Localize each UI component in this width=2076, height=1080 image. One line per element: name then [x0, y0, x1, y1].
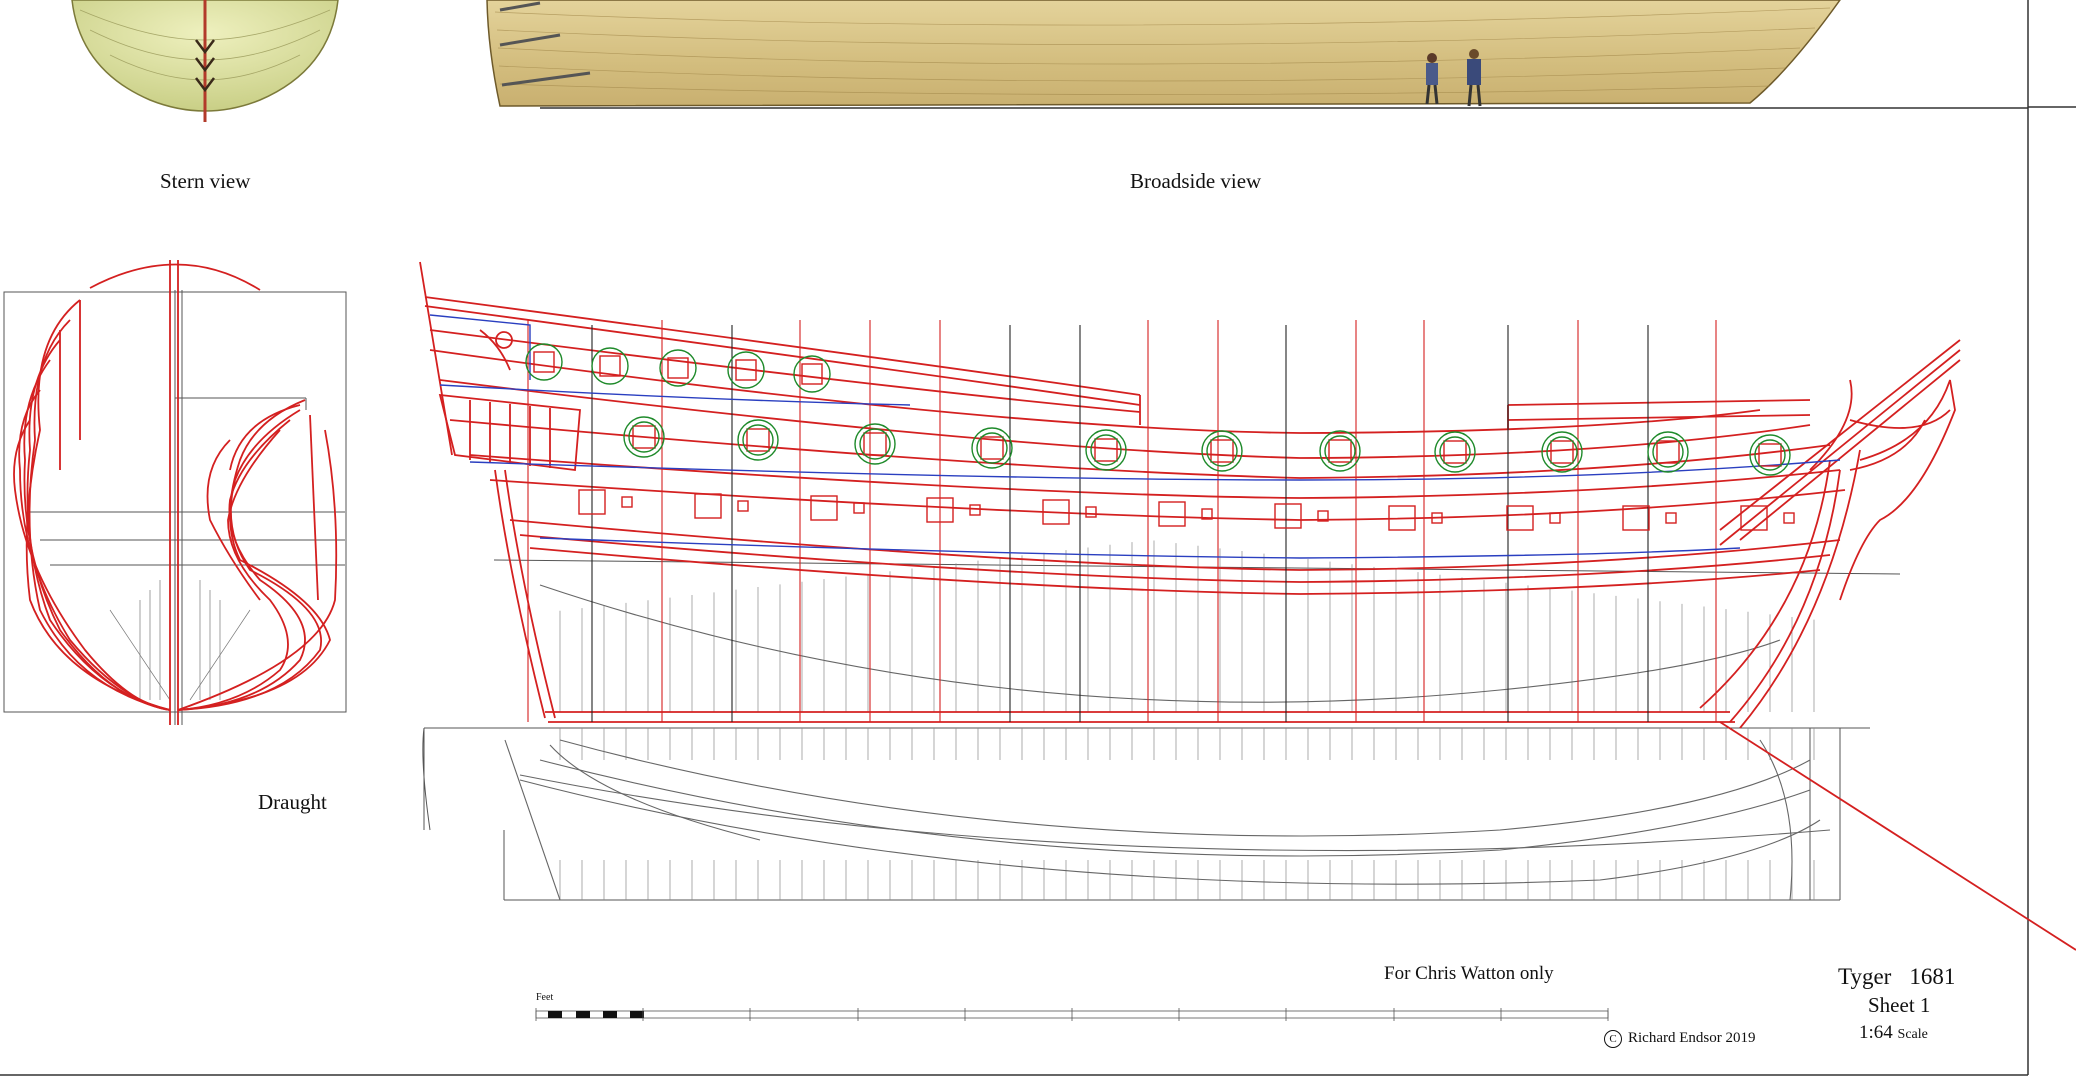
gun-port-ring — [1647, 431, 1689, 473]
gun-port-ring — [623, 416, 665, 458]
gun-port-ring — [971, 427, 1013, 469]
scale-bar — [535, 1008, 1609, 1021]
gun-port-ring — [1541, 431, 1583, 473]
gun-port — [1740, 505, 1768, 531]
gun-port — [1042, 499, 1070, 525]
scuttle — [853, 502, 865, 514]
gun-port — [1388, 505, 1416, 531]
scale-bar-unit: Feet — [536, 992, 554, 1003]
sheet-number: Sheet 1 — [1868, 993, 1931, 1017]
gun-port-ring — [727, 351, 765, 389]
gun-port — [1506, 505, 1534, 531]
gun-port-ring — [1201, 430, 1243, 472]
scale-ratio: 1:64 — [1859, 1022, 1893, 1043]
gun-port-ring — [1434, 431, 1476, 473]
gun-port — [1210, 439, 1234, 463]
scuttle — [969, 504, 981, 516]
gun-port-ring — [1085, 429, 1127, 471]
owner-note: For Chris Watton only — [1384, 963, 1554, 984]
gun-port — [1443, 440, 1467, 464]
gun-port-ring — [859, 428, 891, 460]
gun-port — [599, 355, 621, 377]
stern-view-painting — [71, 0, 339, 122]
gun-port — [1158, 501, 1186, 527]
gun-port — [694, 493, 722, 519]
gun-port — [735, 359, 757, 381]
copyright-text: Richard Endsor 2019 — [1628, 1030, 1756, 1046]
gun-port — [533, 351, 555, 373]
gun-port-ring — [1206, 435, 1238, 467]
scuttle — [1085, 506, 1097, 518]
drawing-scale: 1:64 Scale — [1859, 1022, 1928, 1044]
gun-port — [1758, 443, 1782, 467]
gun-port — [801, 363, 823, 385]
scuttle — [1549, 512, 1561, 524]
scuttle — [621, 496, 633, 508]
gun-port — [1656, 440, 1680, 464]
gun-port — [1328, 439, 1352, 463]
gun-port-ring — [591, 347, 629, 385]
gun-port-ring — [742, 424, 774, 456]
scuttle — [1431, 512, 1443, 524]
gun-port — [1622, 505, 1650, 531]
gun-port-ring — [1546, 436, 1578, 468]
scuttle — [1317, 510, 1329, 522]
gun-port — [1094, 438, 1118, 462]
body-plan-drawing — [3, 260, 347, 725]
gun-port — [578, 489, 606, 515]
scuttle — [737, 500, 749, 512]
gun-port-ring — [1319, 430, 1361, 472]
gun-port-ring — [1324, 435, 1356, 467]
copyright-note: C Richard Endsor 2019 — [1604, 1030, 1755, 1048]
scale-word: Scale — [1897, 1027, 1928, 1042]
sheer-plan-drawing — [419, 261, 2076, 951]
gun-port — [632, 425, 656, 449]
gun-port — [746, 428, 770, 452]
gun-port-ring — [659, 349, 697, 387]
gun-port-ring — [793, 355, 831, 393]
gun-port-ring — [737, 419, 779, 461]
gun-port-ring — [628, 421, 660, 453]
draught-label: Draught — [258, 790, 327, 814]
copyright-icon: C — [1604, 1030, 1622, 1048]
gun-port — [863, 432, 887, 456]
ship-name: Tyger — [1838, 964, 1892, 989]
gun-port-ring — [976, 432, 1008, 464]
scuttle — [1201, 508, 1213, 520]
gun-port-ring — [1439, 436, 1471, 468]
ship-year: 1681 — [1909, 964, 1956, 989]
gun-port — [926, 497, 954, 523]
gun-port — [1274, 503, 1302, 529]
stern-view-label: Stern view — [160, 169, 251, 193]
gun-port — [810, 495, 838, 521]
gun-port-ring — [1090, 434, 1122, 466]
broadside-view-label: Broadside view — [1130, 169, 1262, 193]
ship-title: Tyger 1681 — [1838, 964, 1973, 990]
gun-port — [980, 436, 1004, 460]
gun-port-ring — [854, 423, 896, 465]
gun-port-ring — [525, 343, 563, 381]
gun-port — [1550, 440, 1574, 464]
gun-port-ring — [1754, 439, 1786, 471]
gun-port-ring — [1749, 434, 1791, 476]
scuttle — [1665, 512, 1677, 524]
scuttle — [1783, 512, 1795, 524]
broadside-view-painting — [486, 0, 2028, 109]
gun-port — [667, 357, 689, 379]
gun-port-ring — [1652, 436, 1684, 468]
human-figures — [1425, 49, 1482, 107]
